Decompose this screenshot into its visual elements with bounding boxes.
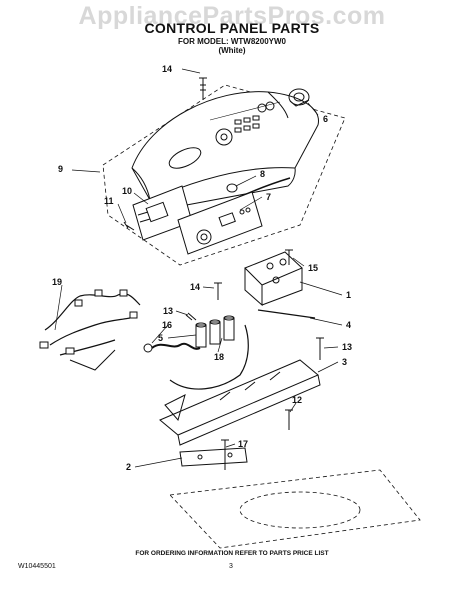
valve-part xyxy=(195,315,235,348)
sensor-part xyxy=(151,342,201,350)
watermark: AppliancePartsPros.com xyxy=(78,2,386,30)
callout-10: 10 xyxy=(122,186,132,196)
callout-14-mid: 14 xyxy=(190,282,200,292)
model-line: FOR MODEL: WTW8200YW0 xyxy=(177,37,286,46)
callout-6: 6 xyxy=(323,114,328,124)
callout-13-right: 13 xyxy=(342,342,352,352)
callout-12: 12 xyxy=(292,395,302,405)
callout-11: 11 xyxy=(104,196,114,206)
control-board-part xyxy=(177,191,263,255)
callout-13-left: 13 xyxy=(163,306,173,316)
callout-1: 1 xyxy=(346,290,351,300)
console-part xyxy=(131,91,319,211)
callout-7: 7 xyxy=(266,192,271,202)
knob-part xyxy=(288,88,310,107)
screw-13-right xyxy=(316,337,324,360)
console-base-part xyxy=(159,359,321,446)
wire-loop xyxy=(169,324,249,390)
ordering-info-note: FOR ORDERING INFORMATION REFER TO PARTS … xyxy=(135,550,329,557)
callout-2: 2 xyxy=(126,462,131,472)
callout-18: 18 xyxy=(214,352,224,362)
callout-19: 19 xyxy=(52,277,62,287)
callout-15: 15 xyxy=(308,263,318,273)
wire-harness-part xyxy=(39,289,141,371)
callout-4: 4 xyxy=(346,320,351,330)
screw-15 xyxy=(285,249,293,265)
document-number: W10445501 xyxy=(18,563,56,570)
screw-12 xyxy=(285,409,293,430)
page-number: 3 xyxy=(229,563,233,570)
page-title: CONTROL PANEL PARTS xyxy=(144,20,320,36)
screw-top xyxy=(199,77,207,100)
screw-17 xyxy=(221,439,229,470)
callout-8: 8 xyxy=(260,169,265,179)
washer-part xyxy=(226,183,238,193)
callout-16: 16 xyxy=(162,320,172,330)
color-line: (White) xyxy=(218,46,246,55)
rod-part xyxy=(257,309,316,319)
switch-part xyxy=(244,251,303,307)
screw-13-left xyxy=(185,312,197,321)
screw-14-mid xyxy=(214,282,222,300)
callout-9: 9 xyxy=(58,164,63,174)
top-cover-outline xyxy=(169,469,421,549)
callout-5: 5 xyxy=(158,333,163,343)
bracket-part xyxy=(179,447,248,467)
callout-14-top: 14 xyxy=(162,64,172,74)
console-group-outline xyxy=(102,84,346,266)
callout-3: 3 xyxy=(342,357,347,367)
callout-17: 17 xyxy=(238,439,248,449)
screw-11 xyxy=(123,221,135,231)
